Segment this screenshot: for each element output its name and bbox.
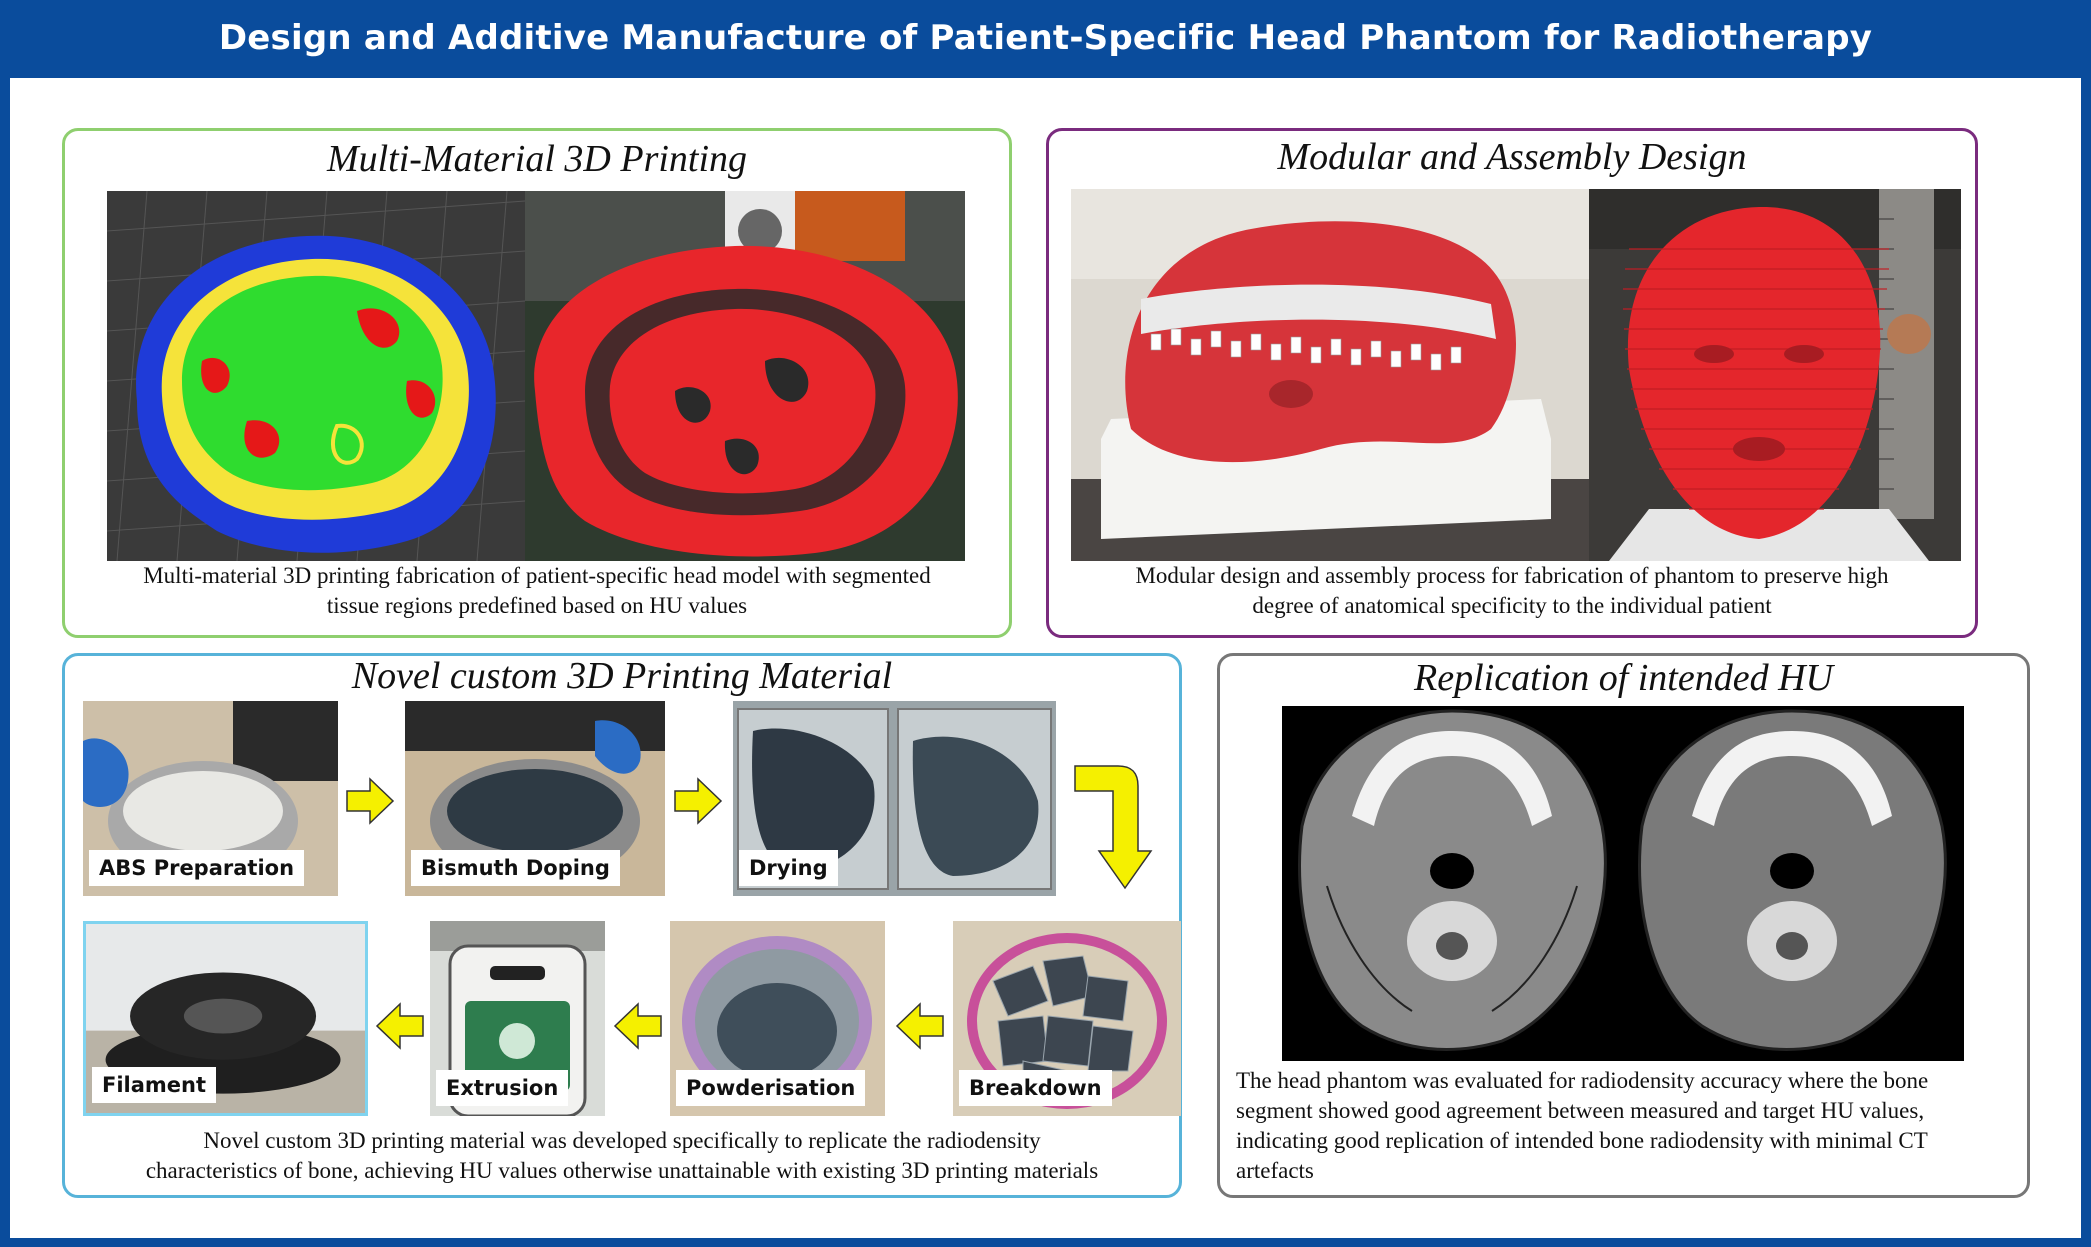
ct-scan-comparison-image	[1282, 706, 1964, 1061]
caption-line: degree of anatomical specificity to the …	[1252, 593, 1772, 618]
step-label-bismuth-doping: Bismuth Doping	[411, 850, 620, 886]
panel-title-multi-material: Multi-Material 3D Printing	[326, 138, 748, 180]
step-label-extrusion: Extrusion	[436, 1070, 569, 1106]
arrow-right-icon	[346, 777, 395, 825]
panel-replication: Replication of intended HU	[1217, 653, 2030, 1198]
caption-line: Modular design and assembly process for …	[1135, 563, 1889, 588]
caption-modular: Modular design and assembly process for …	[1059, 561, 1965, 621]
slicer-segmentation-image	[107, 191, 525, 561]
arrow-down-turn-icon	[1074, 765, 1153, 890]
step-image-powderisation: Powderisation	[670, 921, 885, 1116]
assembled-phantom-side-image	[1071, 189, 1589, 561]
step-image-bismuth-doping: Bismuth Doping	[405, 701, 665, 896]
arrow-right-icon	[674, 777, 723, 825]
caption-line: The head phantom was evaluated for radio…	[1236, 1068, 1929, 1093]
step-label-filament: Filament	[92, 1067, 217, 1103]
assembled-phantom-front-image	[1589, 189, 1961, 561]
panel-modular: Modular and Assembly Design	[1046, 128, 1978, 638]
caption-line: tissue regions predefined based on HU va…	[326, 593, 748, 618]
step-image-abs-preparation: ABS Preparation	[83, 701, 338, 896]
arrow-left-icon	[895, 1002, 944, 1050]
panel-multi-material: Multi-Material 3D Printing	[62, 128, 1012, 638]
step-image-breakdown: Breakdown	[953, 921, 1181, 1116]
caption-line: Multi-material 3D printing fabrication o…	[143, 563, 931, 588]
panel-title-modular: Modular and Assembly Design	[1277, 136, 1747, 178]
panel-title-replication: Replication of intended HU	[1414, 657, 1833, 699]
step-image-filament: Filament	[83, 921, 368, 1116]
caption-novel-material: Novel custom 3D printing material was de…	[75, 1126, 1169, 1186]
printing-head-model-image	[525, 191, 965, 561]
step-label-powderisation: Powderisation	[676, 1070, 866, 1106]
title-banner: Design and Additive Manufacture of Patie…	[0, 0, 2091, 76]
arrow-left-icon	[613, 1002, 662, 1050]
caption-line: Novel custom 3D printing material was de…	[203, 1128, 1041, 1153]
content-canvas: Multi-Material 3D Printing	[10, 78, 2081, 1238]
step-label-drying: Drying	[739, 850, 838, 886]
caption-line: segment showed good agreement between me…	[1236, 1098, 1925, 1123]
page-title: Design and Additive Manufacture of Patie…	[218, 18, 1873, 58]
step-label-abs-preparation: ABS Preparation	[89, 850, 305, 886]
step-image-drying: Drying	[733, 701, 1056, 896]
panel-novel-material: Novel custom 3D Printing Material ABS Pr…	[62, 653, 1182, 1198]
caption-line: characteristics of bone, achieving HU va…	[145, 1158, 1099, 1183]
panel-title-novel-material: Novel custom 3D Printing Material	[351, 655, 893, 697]
step-image-extrusion: Extrusion	[430, 921, 605, 1116]
caption-line: indicating good replication of intended …	[1236, 1128, 1928, 1153]
step-label-breakdown: Breakdown	[959, 1070, 1112, 1106]
caption-multi-material: Multi-material 3D printing fabrication o…	[75, 561, 999, 621]
caption-replication: The head phantom was evaluated for radio…	[1236, 1066, 2017, 1186]
caption-line: artefacts	[1236, 1158, 1314, 1183]
arrow-left-icon	[375, 1002, 424, 1050]
